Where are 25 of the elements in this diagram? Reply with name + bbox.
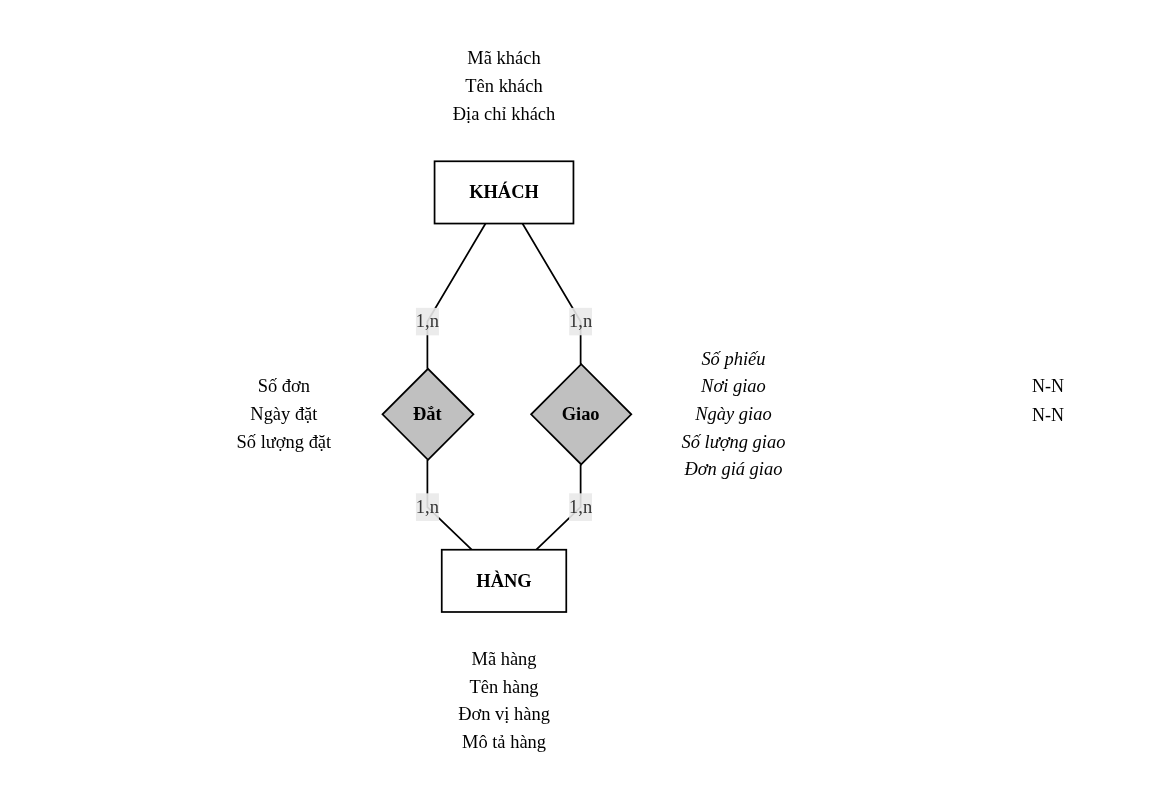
node-box: KHÁCH (433, 160, 575, 225)
node-label: Tên hàng (469, 676, 539, 697)
node-label: Số phiếu (701, 348, 766, 369)
edge-label: 1,n (415, 496, 439, 517)
node-label: Ngày giao (695, 403, 772, 424)
node-label: Đơn vị hàng (458, 704, 550, 724)
edge-label: 1,n (415, 311, 439, 331)
edge-label: 1,n (569, 496, 593, 517)
node-label: Địa chỉ khách (452, 103, 556, 124)
node-label: Mã khách (467, 48, 541, 68)
node-box: HÀNG (440, 548, 568, 613)
edge-label: 1,n (569, 311, 593, 331)
node-diamond: Đắt (381, 367, 475, 462)
node-label: Đơn giá giao (684, 459, 783, 479)
node-label: Số lượng đặt (236, 431, 332, 452)
node-label: Tên khách (465, 75, 543, 96)
cardinality-label: N-N (1032, 404, 1065, 426)
node-label: Số lượng giao (681, 431, 786, 452)
node-label: Mã hàng (471, 648, 537, 669)
node-label: Nơi giao (701, 376, 766, 396)
node-label: Ngày đặt (250, 403, 318, 424)
node-label: Mô tả hàng (462, 731, 547, 752)
node-diamond: Giao (529, 363, 633, 466)
cardinality-label: N-N (1032, 375, 1065, 397)
node-label: Số đơn (257, 376, 311, 396)
